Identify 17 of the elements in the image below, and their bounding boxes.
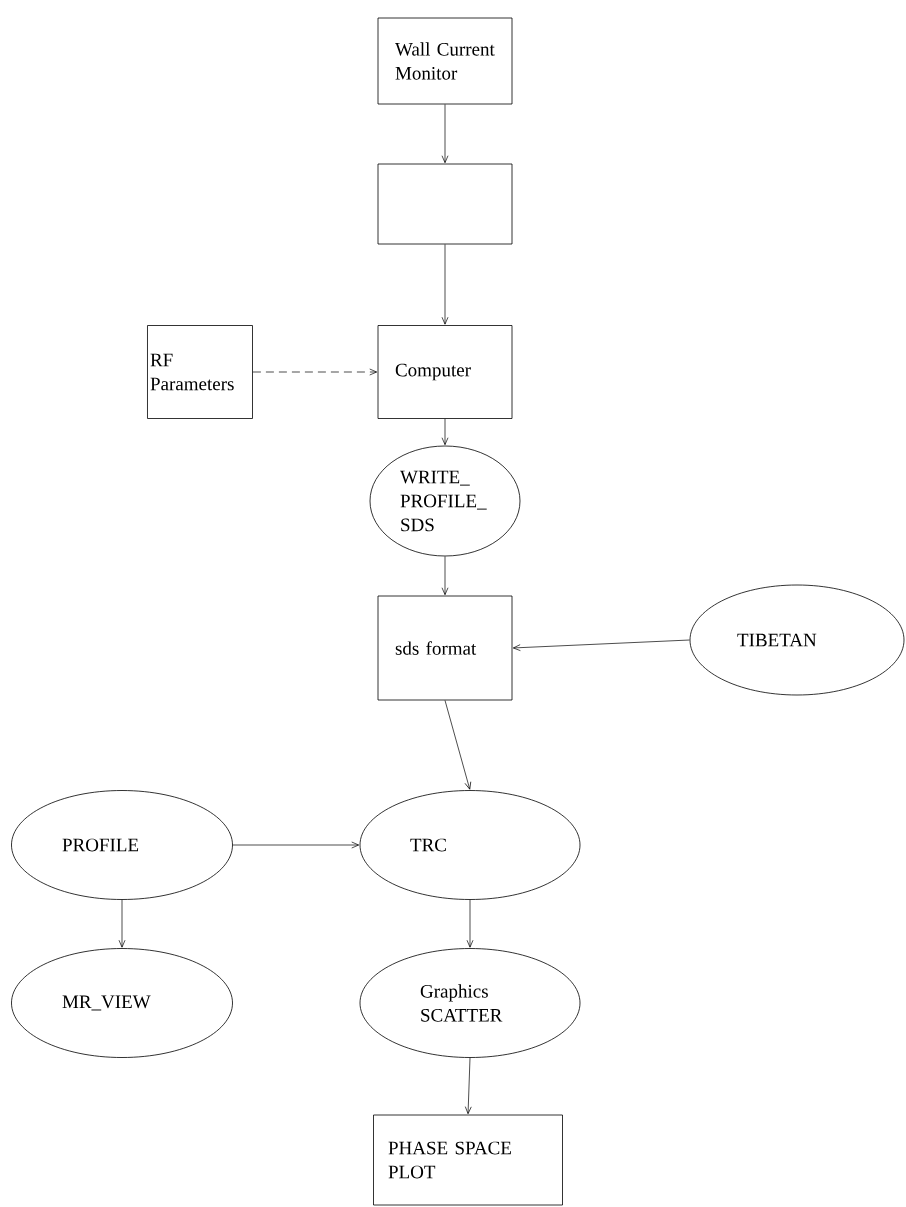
process-box (377, 163, 513, 245)
arrow (466, 899, 474, 948)
process-box: Computer (377, 325, 513, 419)
arrow (441, 418, 449, 446)
arrow (512, 639, 690, 651)
arrow (441, 556, 449, 596)
process-box: PHASE SPACE PLOT (373, 1114, 563, 1206)
process-box: Wall Current Monitor (377, 17, 513, 105)
arrow (232, 841, 360, 849)
arrow (441, 244, 449, 325)
arrow (118, 899, 126, 948)
process-box: sds format (377, 595, 513, 701)
process-box: RF Parameters (147, 325, 253, 419)
arrow (441, 104, 449, 164)
arrow (444, 700, 472, 790)
arrow (464, 1057, 472, 1115)
arrow (252, 368, 378, 376)
